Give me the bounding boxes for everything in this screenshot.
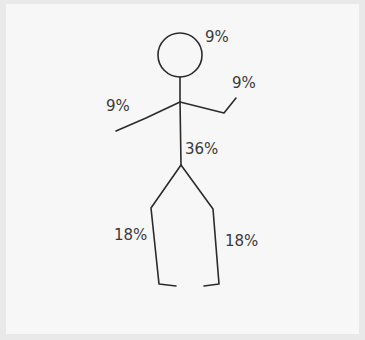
head-outline — [158, 33, 202, 77]
right-arm-line — [180, 98, 236, 113]
left-leg-percent: 18% — [114, 226, 147, 244]
torso-line — [180, 77, 181, 165]
torso-percent: 36% — [185, 140, 218, 158]
right-arm-percent: 9% — [232, 74, 256, 92]
left-leg-line — [151, 165, 181, 286]
right-leg-percent: 18% — [225, 232, 258, 250]
head-percent: 9% — [205, 28, 229, 46]
left-arm-percent: 9% — [106, 97, 130, 115]
right-leg-line — [181, 165, 219, 286]
paper-ground — [6, 4, 359, 334]
